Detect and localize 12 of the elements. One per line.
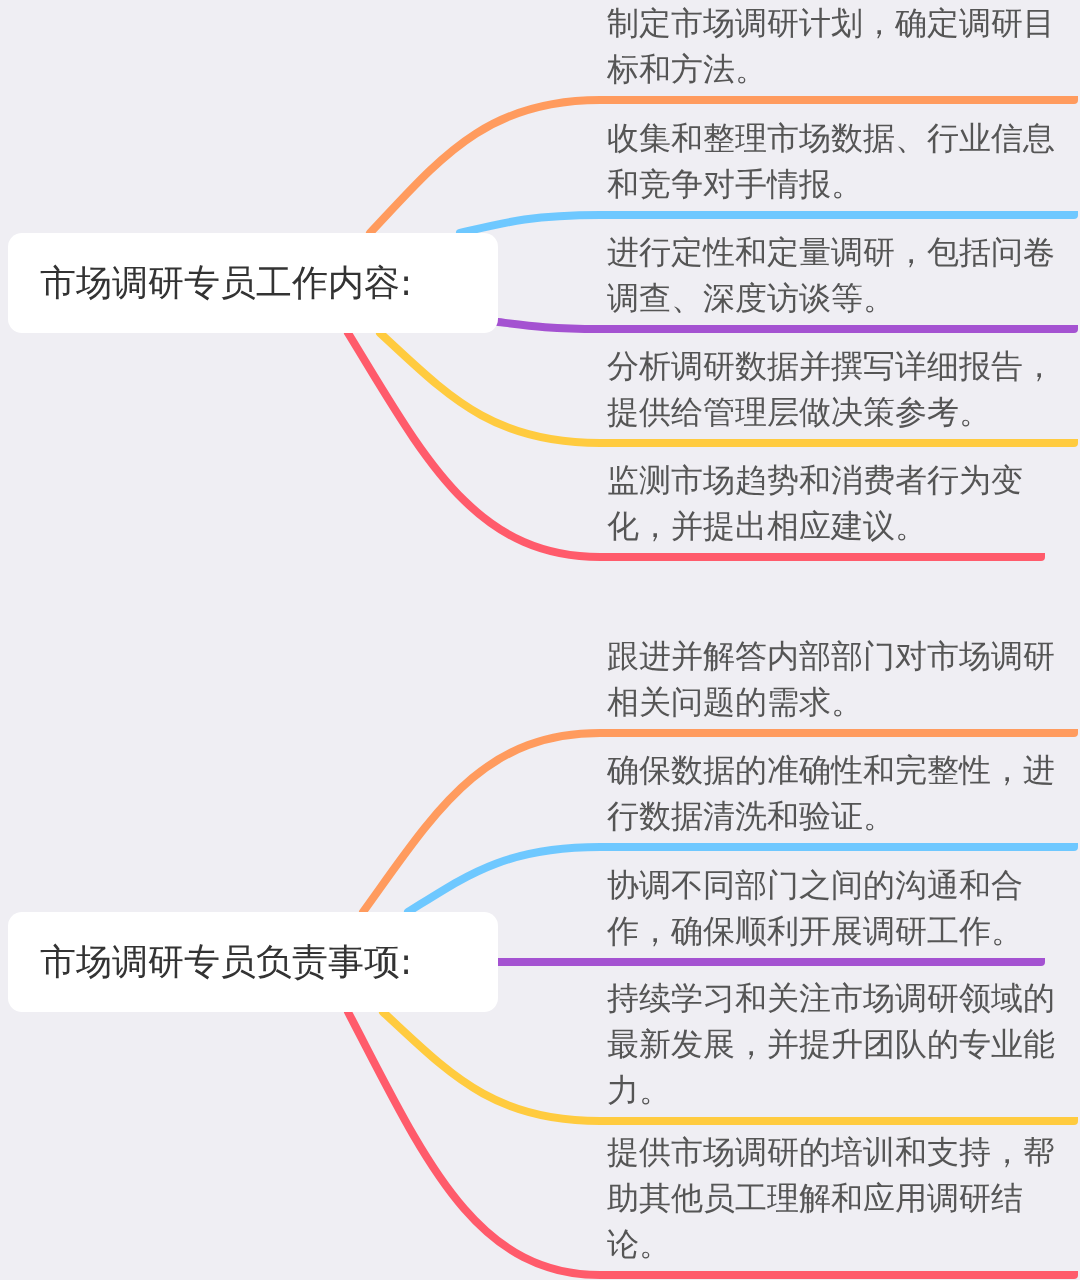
subtopic-text: 分析调研数据并撰写详细报告，提供给管理层做决策参考。	[600, 343, 1078, 447]
topic-box: 市场调研专员工作内容:	[8, 233, 498, 333]
subtopic-text: 提供市场调研的培训和支持，帮助其他员工理解和应用调研结论。	[600, 1129, 1078, 1279]
subtopic-text: 监测市场趋势和消费者行为变化，并提出相应建议。	[600, 457, 1045, 561]
subtopic-text: 协调不同部门之间的沟通和合作，确保顺利开展调研工作。	[600, 862, 1045, 966]
topic-box: 市场调研专员负责事项:	[8, 912, 498, 1012]
subtopic-text: 跟进并解答内部部门对市场调研相关问题的需求。	[600, 633, 1078, 737]
subtopic-text: 确保数据的准确性和完整性，进行数据清洗和验证。	[600, 747, 1078, 851]
subtopic-text: 进行定性和定量调研，包括问卷调查、深度访谈等。	[600, 229, 1078, 333]
subtopic-text: 收集和整理市场数据、行业信息和竞争对手情报。	[600, 115, 1078, 219]
subtopic-text: 制定市场调研计划，确定调研目标和方法。	[600, 0, 1078, 104]
subtopic-text: 持续学习和关注市场调研领域的最新发展，并提升团队的专业能力。	[600, 975, 1078, 1125]
